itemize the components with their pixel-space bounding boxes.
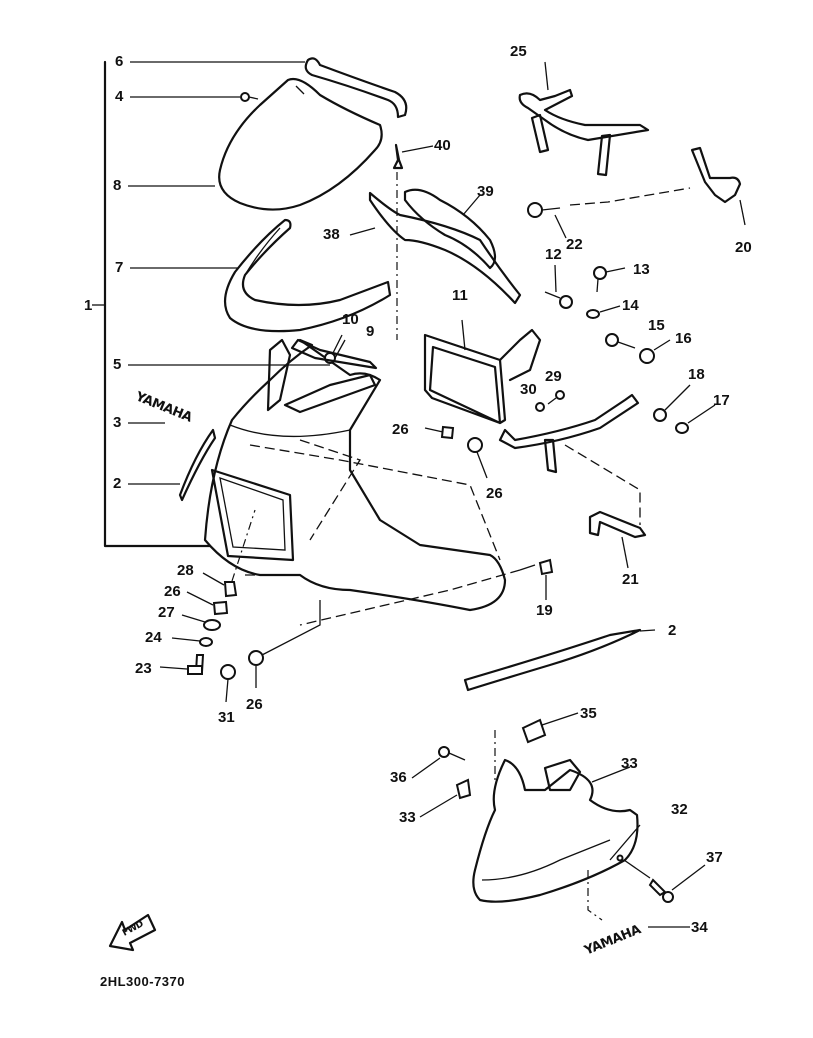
part-26-grommet (186, 591, 229, 616)
callout-11: 11 (452, 287, 468, 304)
part-19-clip (519, 558, 554, 600)
callout-19: 19 (536, 602, 553, 619)
part-21-bracket (588, 510, 647, 539)
callout-40: 40 (434, 137, 451, 154)
part-40-rivet (392, 143, 404, 170)
callout-7: 7 (115, 259, 124, 276)
part-29-bolt (547, 390, 565, 405)
part-stay (498, 393, 640, 450)
callout-35: 35 (580, 705, 597, 722)
group-bracket (92, 60, 330, 548)
callout-26-b: 26 (486, 485, 503, 502)
callout-28: 28 (177, 562, 194, 579)
callout-26-d: 26 (246, 696, 263, 713)
callout-2: 2 (113, 475, 122, 492)
fwd-arrow-icon (108, 913, 157, 952)
callout-12: 12 (545, 246, 562, 263)
callout-30: 30 (520, 381, 537, 398)
part-26-grommet (248, 650, 264, 688)
part-31-screw (220, 664, 236, 703)
part-11-frame (423, 319, 542, 425)
part-1-cowling (203, 338, 507, 612)
callout-31: 31 (218, 709, 235, 726)
part-2-strip (178, 428, 217, 502)
callout-32: 32 (671, 801, 688, 818)
part-38-panel (368, 191, 522, 305)
callout-36: 36 (390, 769, 407, 786)
part-23-bolt (159, 654, 205, 675)
part-35-collar (521, 712, 579, 744)
callout-29: 29 (545, 368, 562, 385)
callout-26-a: 26 (392, 421, 409, 438)
callout-15: 15 (648, 317, 665, 334)
callout-23: 23 (135, 660, 152, 677)
callout-9: 9 (366, 323, 375, 340)
callout-6: 6 (115, 53, 124, 70)
callout-25: 25 (510, 43, 527, 60)
part-14-washer (586, 305, 621, 319)
callout-33-b: 33 (399, 809, 416, 826)
callout-39: 39 (477, 183, 494, 200)
diagram-code: 2HL300-7370 (100, 974, 185, 989)
part-26-grommet (424, 425, 455, 440)
callout-14: 14 (622, 297, 639, 314)
callout-24: 24 (145, 629, 162, 646)
callout-2-b: 2 (668, 622, 677, 639)
part-27-washer (181, 614, 221, 631)
callout-17: 17 (713, 392, 730, 409)
callout-33-a: 33 (621, 755, 638, 772)
part-5-panel (290, 338, 378, 370)
callout-5: 5 (113, 356, 122, 373)
part-2-lower-strip (463, 628, 642, 692)
part-32-under-cowl (472, 730, 641, 921)
part-30-nut (535, 402, 545, 412)
callout-38: 38 (323, 226, 340, 243)
part-20-bracket (690, 146, 742, 204)
callout-18: 18 (688, 366, 705, 383)
callout-34: 34 (691, 919, 708, 936)
part-36-bolt (411, 746, 466, 779)
part-39-panel (403, 188, 497, 270)
callout-21: 21 (622, 571, 639, 588)
callout-16: 16 (675, 330, 692, 347)
part-24-washer (171, 637, 213, 647)
part-8-windshield (218, 77, 383, 211)
callout-26-c: 26 (164, 583, 181, 600)
callout-4: 4 (115, 88, 124, 105)
part-28-collar (202, 509, 256, 598)
part-26-grommet (467, 437, 488, 479)
callout-10: 10 (342, 311, 359, 328)
part-13-bolt (593, 266, 626, 293)
part-12-bolt (544, 264, 573, 309)
callout-27: 27 (158, 604, 175, 621)
callout-3: 3 (113, 414, 122, 431)
part-22-bolt (527, 202, 561, 218)
part-18-grommet (653, 384, 691, 422)
callout-13: 13 (633, 261, 650, 278)
part-4-screw (240, 92, 259, 102)
callout-20: 20 (735, 239, 752, 256)
part-16-grommet (639, 339, 671, 364)
callout-8: 8 (113, 177, 122, 194)
part-37-screw (623, 859, 706, 903)
callout-1: 1 (84, 297, 93, 314)
callout-37: 37 (706, 849, 723, 866)
part-6-trim (304, 57, 408, 119)
part-7-trim (223, 218, 392, 333)
part-33-grommet (419, 778, 472, 818)
part-25-bracket (518, 61, 650, 177)
part-15-bolt (605, 333, 636, 349)
part-17-collar (675, 404, 716, 434)
callout-22: 22 (566, 236, 583, 253)
